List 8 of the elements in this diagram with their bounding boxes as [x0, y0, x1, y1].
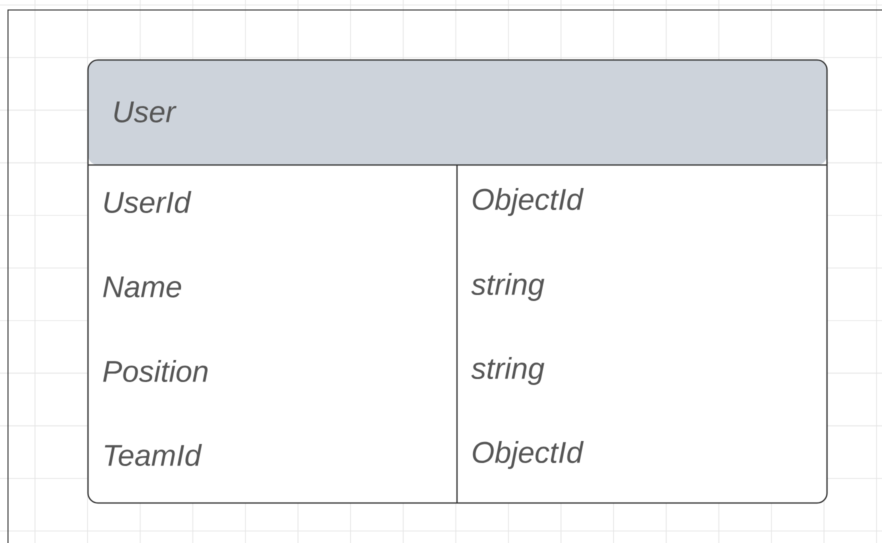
field-name: Name — [103, 276, 182, 298]
field-type: string — [471, 357, 544, 385]
field-type: ObjectId — [472, 441, 584, 469]
field-type: string — [471, 273, 544, 301]
field-type: ObjectId — [472, 188, 584, 216]
field-name: Position — [103, 360, 208, 382]
field-name: TeamId — [104, 444, 202, 466]
field-name: UserId — [104, 190, 192, 214]
